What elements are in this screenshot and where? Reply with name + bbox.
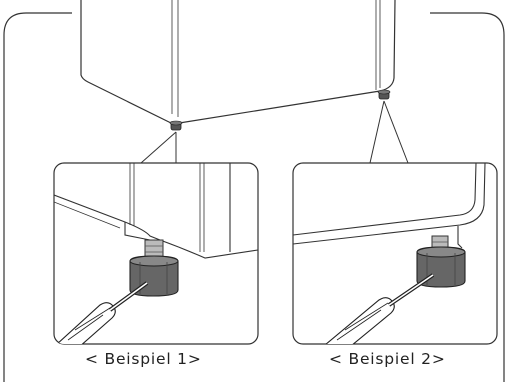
cabinet-foot-rear <box>377 89 391 100</box>
callout-pointer-1 <box>140 131 177 164</box>
callout-pointer-2 <box>369 100 409 164</box>
screwdriver-1 <box>55 281 149 344</box>
outer-frame <box>3 12 505 382</box>
appliance-cabinet <box>80 0 396 125</box>
caption-example-2: < Beispiel 2> <box>329 350 446 368</box>
detail-panel-2 <box>292 162 498 345</box>
screwdriver-2 <box>324 273 435 344</box>
cabinet-foot-front <box>169 120 183 131</box>
caption-example-1: < Beispiel 1> <box>85 350 202 368</box>
leveling-foot-1 <box>129 239 179 297</box>
